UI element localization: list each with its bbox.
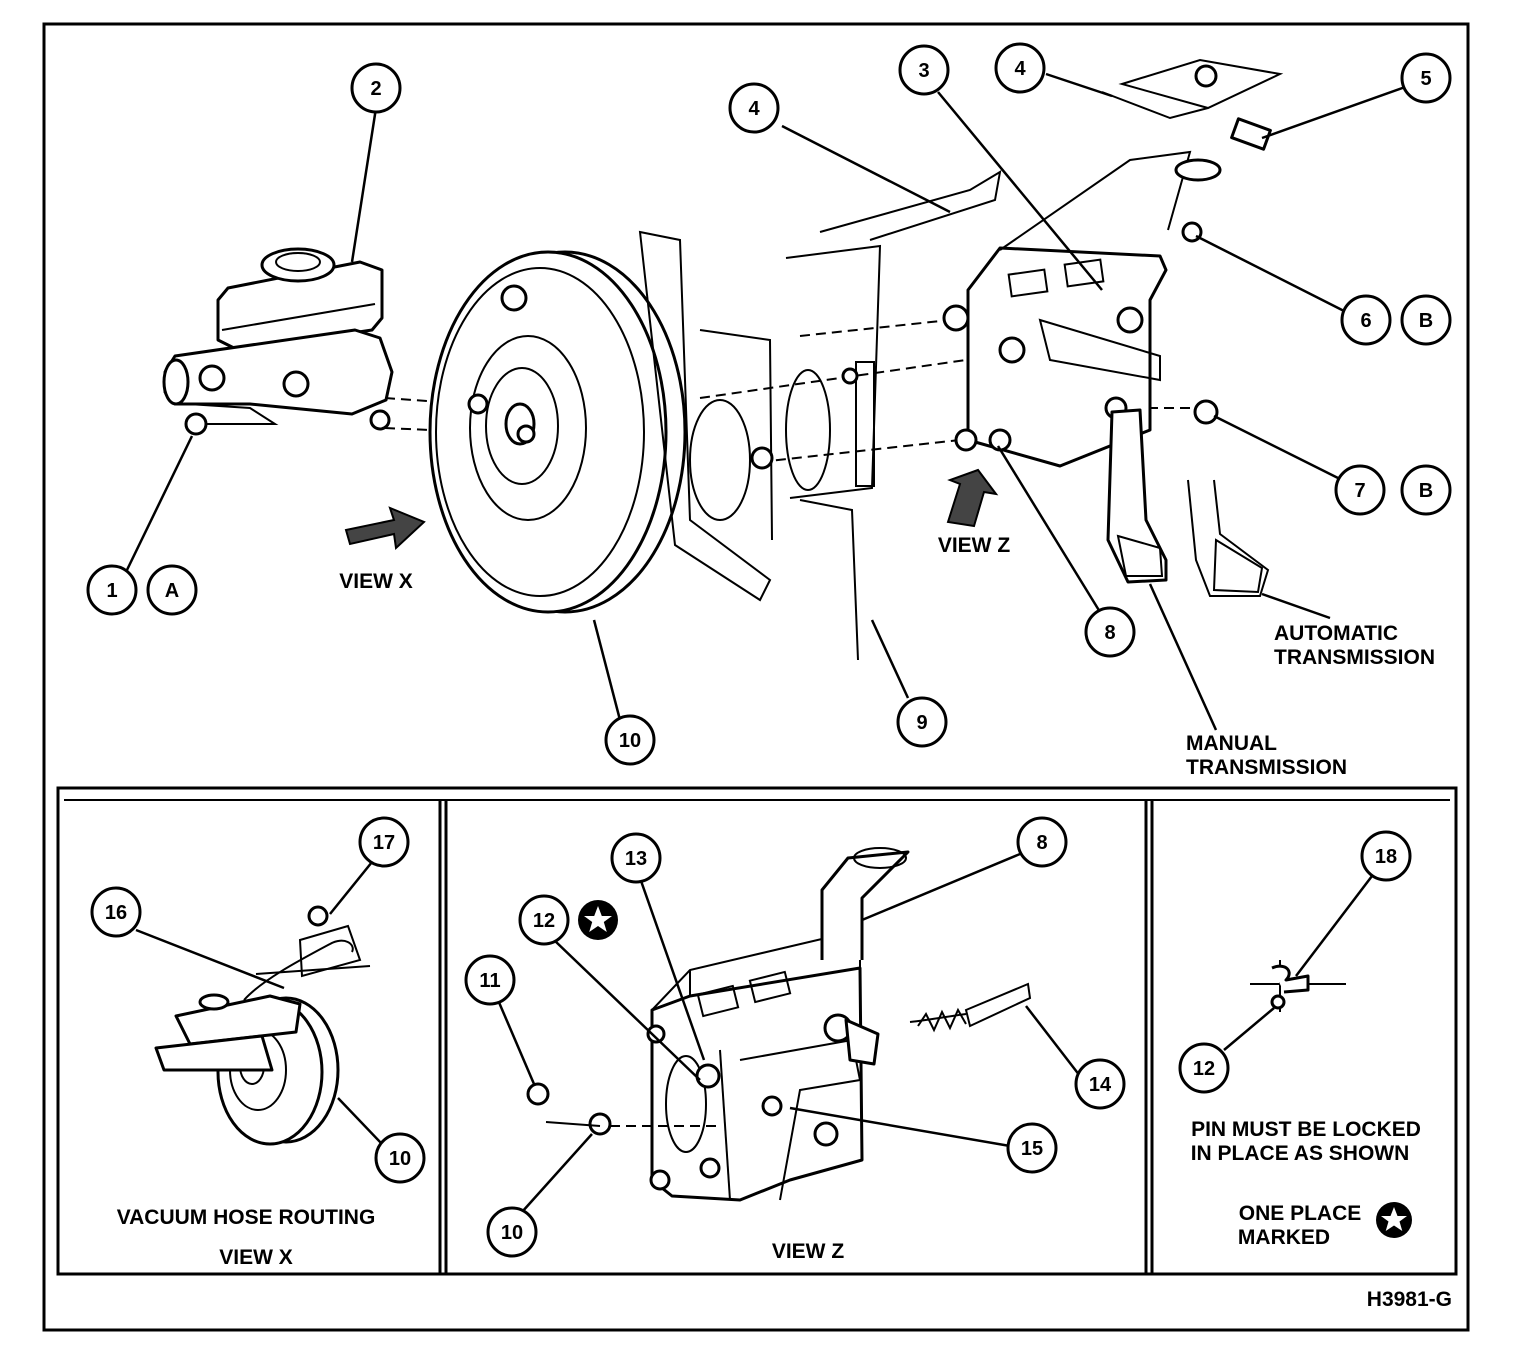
callout-10-view-x: 10 xyxy=(374,1132,426,1184)
callout-8-view-z: 8 xyxy=(1016,816,1068,868)
callout-10-view-z-text: 10 xyxy=(501,1222,523,1244)
callout-8: 8 xyxy=(1084,606,1136,658)
main-exploded-view: 1 A 2 4 3 4 5 6 xyxy=(86,42,1452,779)
pin-note-line2: IN PLACE AS SHOWN xyxy=(1191,1142,1410,1165)
brake-pedal-automatic xyxy=(1187,479,1270,597)
insets-frame xyxy=(56,786,1458,1276)
callout-4-left: 4 xyxy=(728,82,780,134)
pedal-pivot-nut xyxy=(1193,399,1219,425)
callout-12-pin: 12 xyxy=(1178,1042,1230,1094)
callout-5-text: 5 xyxy=(1420,68,1431,90)
dash-panel xyxy=(638,170,1002,661)
callout-9-text: 9 xyxy=(916,712,927,734)
callout-6-B: B xyxy=(1400,294,1452,346)
view-x-label: VIEW X xyxy=(339,570,413,593)
view-z-label: VIEW Z xyxy=(938,534,1011,557)
callout-9: 9 xyxy=(896,696,948,748)
callout-7-B-text: B xyxy=(1419,480,1433,502)
callout-4-right: 4 xyxy=(994,42,1046,94)
callout-4-left-text: 4 xyxy=(748,98,760,120)
callout-14-text: 14 xyxy=(1089,1074,1112,1096)
callout-4-right-text: 4 xyxy=(1014,58,1026,80)
view-z-arrow xyxy=(946,468,999,528)
callout-1-text: 1 xyxy=(106,580,117,602)
star-marker-icon xyxy=(1376,1202,1412,1238)
pin-note-line1: PIN MUST BE LOCKED xyxy=(1191,1118,1421,1141)
view-z-inset-label: VIEW Z xyxy=(772,1240,845,1263)
callout-6-B-text: B xyxy=(1419,310,1433,332)
manual-label-line1: MANUAL xyxy=(1186,732,1277,755)
callout-16: 16 xyxy=(90,886,142,938)
inset-view-x: 16 17 10 VACUUM HOSE ROUTING VIEW X xyxy=(90,816,426,1269)
callout-16-text: 16 xyxy=(105,902,127,924)
marked-label: MARKED xyxy=(1238,1226,1330,1249)
automatic-label-line2: TRANSMISSION xyxy=(1274,646,1435,669)
master-cylinder xyxy=(162,247,394,436)
callout-10-view-z: 10 xyxy=(486,1206,538,1258)
callout-12-view-z: 12 xyxy=(518,894,570,946)
brake-booster xyxy=(428,250,687,614)
callout-13-text: 13 xyxy=(625,848,647,870)
one-place-label: ONE PLACE xyxy=(1239,1202,1362,1225)
callout-6: 6 xyxy=(1340,294,1392,346)
callout-7-B: B xyxy=(1400,464,1452,516)
callout-18: 18 xyxy=(1360,830,1412,882)
callout-7-text: 7 xyxy=(1354,480,1365,502)
inset-pin-detail: 18 12 PIN MUST BE LOCKED IN PLACE AS SHO… xyxy=(1178,830,1421,1249)
callout-13: 13 xyxy=(610,832,662,884)
callout-A-text: A xyxy=(165,580,179,602)
callout-18-text: 18 xyxy=(1375,846,1397,868)
view-x-inset-label: VIEW X xyxy=(219,1246,293,1269)
callout-5: 5 xyxy=(1400,52,1452,104)
callout-17: 17 xyxy=(358,816,410,868)
callout-3: 3 xyxy=(898,44,950,96)
callout-15-text: 15 xyxy=(1021,1138,1043,1160)
callout-17-text: 17 xyxy=(373,832,395,854)
callout-8-view-z-text: 8 xyxy=(1036,832,1047,854)
view-x-arrow xyxy=(344,506,426,551)
floor-bracket xyxy=(1101,58,1284,120)
manual-label-line2: TRANSMISSION xyxy=(1186,756,1347,779)
pedal-support-bracket xyxy=(942,150,1192,468)
automatic-label-line1: AUTOMATIC xyxy=(1274,622,1398,645)
star-marker-icon xyxy=(578,900,618,940)
callout-1: 1 xyxy=(86,564,138,616)
callout-10: 10 xyxy=(604,714,656,766)
callout-8-text: 8 xyxy=(1104,622,1115,644)
callout-10-view-x-text: 10 xyxy=(389,1148,411,1170)
callout-12-view-z-text: 12 xyxy=(533,910,555,932)
callout-10-text: 10 xyxy=(619,730,641,752)
brake-pedal-manual xyxy=(1106,408,1168,584)
callout-A: A xyxy=(146,564,198,616)
callout-14: 14 xyxy=(1074,1058,1126,1110)
callout-6-text: 6 xyxy=(1360,310,1371,332)
outer-frame xyxy=(42,22,1470,1332)
callout-15: 15 xyxy=(1006,1122,1058,1174)
inset-view-z: 12 13 8 11 14 15 10 VIEW Z xyxy=(464,816,1126,1263)
callout-2: 2 xyxy=(350,62,402,114)
callout-12-pin-text: 12 xyxy=(1193,1058,1215,1080)
callout-7: 7 xyxy=(1334,464,1386,516)
callout-2-text: 2 xyxy=(370,78,381,100)
callout-3-text: 3 xyxy=(918,60,929,82)
drawing-number: H3981-G xyxy=(1367,1288,1452,1311)
callout-11: 11 xyxy=(464,954,516,1006)
vacuum-hose-routing-label: VACUUM HOSE ROUTING xyxy=(117,1206,376,1229)
callout-11-text: 11 xyxy=(479,970,500,992)
retaining-clip xyxy=(1230,117,1272,151)
